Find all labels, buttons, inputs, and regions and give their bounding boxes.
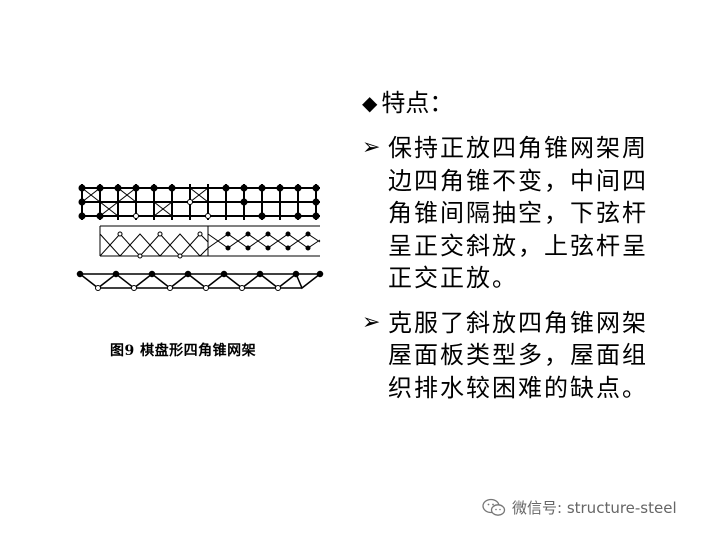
list-item: ➢ 保持正放四角锥网架周边四角锥不变，中间四角锥间隔抽空，下弦杆呈正交斜放，上弦… <box>362 132 672 295</box>
list-item-text: 保持正放四角锥网架周边四角锥不变，中间四角锥间隔抽空，下弦杆呈正交斜放，上弦杆呈… <box>388 134 648 292</box>
truss-diagram-svg <box>76 184 324 291</box>
watermark-text: 微信号: structure-steel <box>512 499 677 517</box>
section-heading-text: 特点： <box>381 89 454 117</box>
arrow-right-icon: ➢ <box>362 135 381 160</box>
arrow-right-icon: ➢ <box>362 309 381 335</box>
figure-caption: 图9 棋盘形四角锥网架 <box>110 343 257 359</box>
watermark: 微信号: structure-steel <box>482 497 677 518</box>
truss-diagram <box>72 176 332 296</box>
list-item-text: 克服了斜放四角锥网架屋面板类型多，屋面组织排水较困难的缺点。 <box>388 308 648 402</box>
wechat-icon <box>482 498 506 516</box>
feature-list: ◆ 特点： ➢ 保持正放四角锥网架周边四角锥不变，中间四角锥间隔抽空，下弦杆呈正… <box>362 88 672 416</box>
elevation-view <box>76 270 324 291</box>
list-item: ➢ 克服了斜放四角锥网架屋面板类型多，屋面组织排水较困难的缺点。 <box>362 307 672 405</box>
top-view-grid <box>78 184 320 220</box>
diamond-icon: ◆ <box>362 91 378 115</box>
section-view <box>99 225 321 259</box>
section-heading: ◆ 特点： <box>362 88 672 118</box>
